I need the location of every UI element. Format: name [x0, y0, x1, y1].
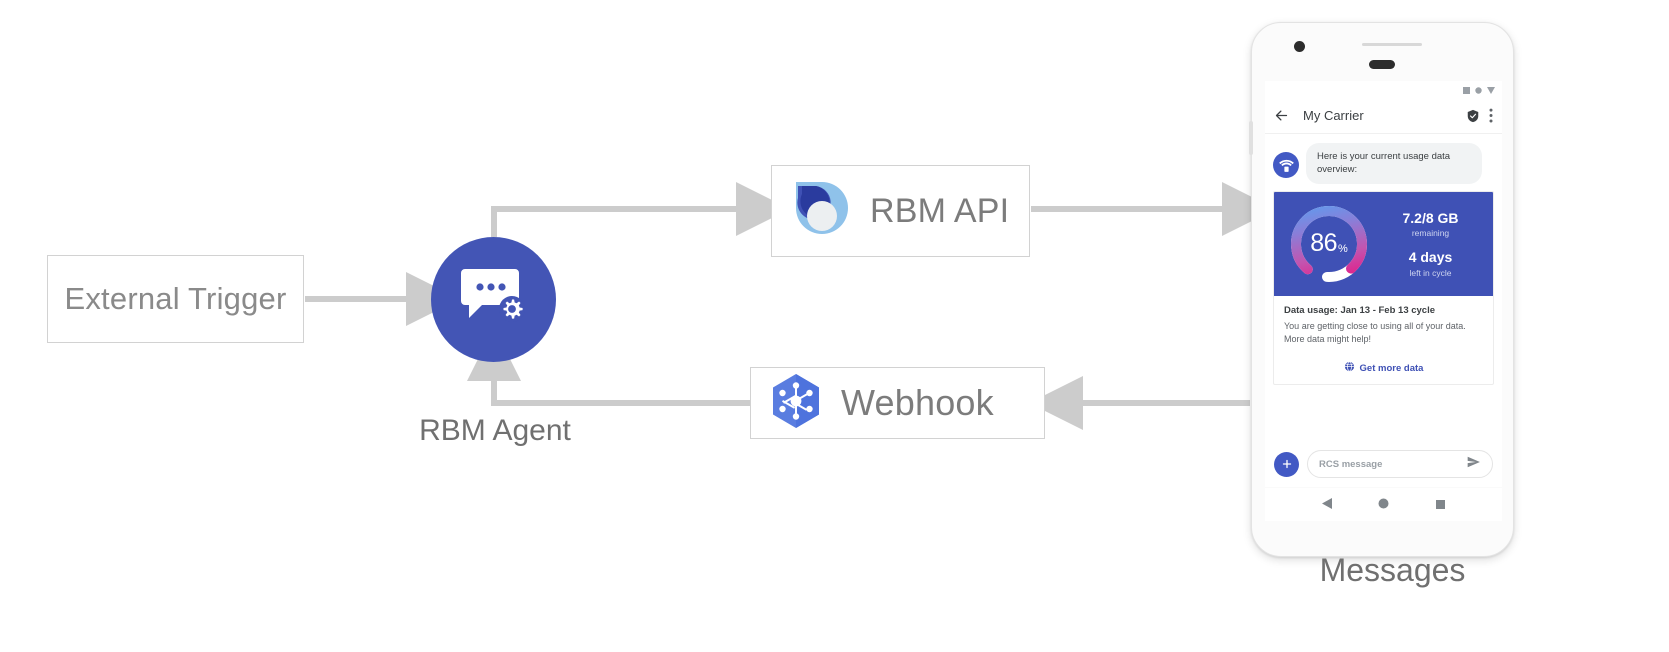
- phone-earpiece-line: [1362, 43, 1422, 46]
- nav-home-circle-icon[interactable]: [1378, 496, 1389, 514]
- get-more-data-button[interactable]: Get more data: [1274, 359, 1493, 384]
- stat-main-value: 7.2/8 GB: [1402, 209, 1459, 226]
- rbm-api-node: RBM API: [771, 165, 1030, 257]
- back-arrow-icon[interactable]: [1274, 108, 1289, 123]
- rich-card-body: Data usage: Jan 13 - Feb 13 cycle You ar…: [1274, 296, 1493, 350]
- nav-recents-square-icon[interactable]: [1435, 496, 1445, 514]
- rich-card-description: You are getting close to using all of yo…: [1284, 320, 1466, 345]
- app-bar: My Carrier: [1265, 98, 1502, 134]
- incoming-message-bubble: Here is your current usage data overview…: [1306, 143, 1482, 184]
- conversation-thread: Here is your current usage data overview…: [1265, 134, 1502, 484]
- stat-days-left: 4 days left in cycle: [1380, 249, 1481, 278]
- status-bar: [1265, 81, 1502, 98]
- verified-shield-icon[interactable]: [1466, 109, 1480, 123]
- webhook-node: Webhook: [750, 367, 1045, 439]
- messages-caption: Messages: [1319, 552, 1466, 588]
- wifi-dot-icon: [1475, 81, 1482, 99]
- rbm-api-droplet-icon: [786, 174, 856, 249]
- get-more-data-label: Get more data: [1359, 362, 1424, 374]
- external-trigger-label: External Trigger: [64, 281, 287, 316]
- cloud-functions-hexagon-icon: [765, 370, 827, 437]
- incoming-message-row: Here is your current usage data overview…: [1273, 143, 1494, 184]
- stat-main-value: 4 days: [1408, 249, 1453, 266]
- rich-card[interactable]: 86 % 7.2/8 GB remaining 4 days le: [1273, 190, 1494, 386]
- plus-icon[interactable]: [1274, 451, 1299, 477]
- message-composer: RCS message: [1265, 441, 1502, 487]
- stat-data-remaining: 7.2/8 GB remaining: [1380, 210, 1481, 239]
- carrier-wifi-avatar-icon: [1273, 152, 1299, 178]
- stat-sub-label: remaining: [1411, 228, 1450, 239]
- usage-stats: 7.2/8 GB remaining 4 days left in cycle: [1380, 210, 1481, 278]
- nav-back-triangle-icon[interactable]: [1322, 496, 1333, 514]
- gauge-percent-symbol: %: [1338, 242, 1348, 255]
- globe-icon: [1344, 359, 1355, 377]
- signal-icon: [1463, 81, 1470, 99]
- rbm-api-label: RBM API: [870, 191, 1010, 230]
- wire-webhook-to-agent: [467, 327, 750, 406]
- wire-agent-to-api: [491, 182, 790, 237]
- phone-power-button[interactable]: [1249, 121, 1253, 155]
- phone-mockup: My Carrier: [1249, 22, 1514, 557]
- gauge-value: 86 %: [1286, 201, 1372, 287]
- phone-speaker-icon: [1369, 60, 1395, 69]
- phone-front-camera-icon: [1294, 41, 1305, 52]
- phone-screen: My Carrier: [1265, 81, 1502, 521]
- rich-card-title: Data usage: Jan 13 - Feb 13 cycle: [1284, 304, 1436, 316]
- battery-icon: [1487, 81, 1495, 99]
- send-icon[interactable]: [1466, 455, 1481, 474]
- chat-gear-icon: [460, 267, 527, 332]
- rbm-agent-node: [431, 237, 556, 362]
- usage-gauge: 86 %: [1286, 201, 1372, 287]
- gauge-percent-value: 86: [1310, 229, 1338, 258]
- external-trigger-node: External Trigger: [47, 255, 304, 343]
- rcs-message-input[interactable]: RCS message: [1307, 450, 1493, 478]
- android-nav-bar: [1265, 487, 1502, 521]
- data-usage-panel: 86 % 7.2/8 GB remaining 4 days le: [1274, 191, 1493, 296]
- overflow-menu-icon[interactable]: [1489, 108, 1493, 123]
- rbm-agent-caption: RBM Agent: [419, 414, 571, 447]
- webhook-label: Webhook: [841, 382, 994, 423]
- rcs-message-placeholder: RCS message: [1319, 458, 1383, 470]
- app-bar-title: My Carrier: [1303, 108, 1364, 123]
- stat-sub-label: left in cycle: [1409, 267, 1452, 278]
